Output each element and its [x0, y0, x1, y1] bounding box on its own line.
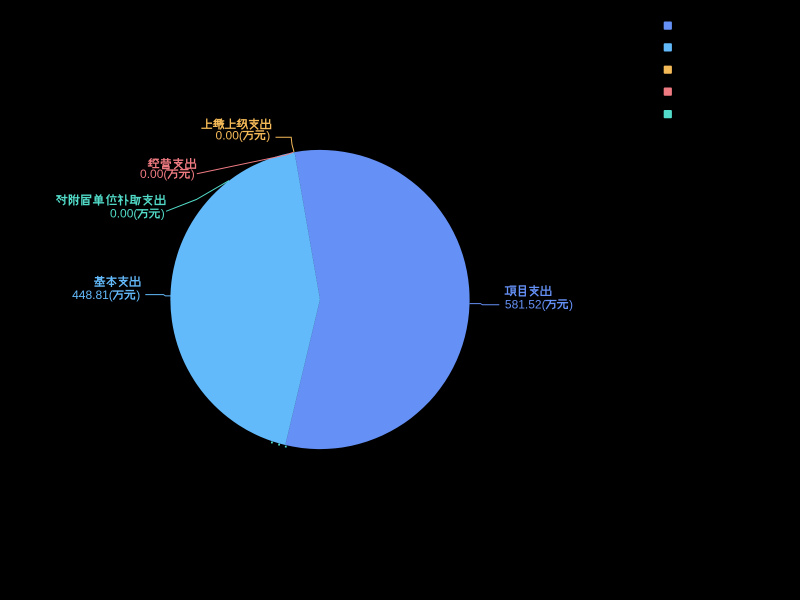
svg-text:581.52(: 581.52(	[505, 297, 546, 311]
svg-text:0.00(: 0.00(	[216, 128, 243, 142]
svg-text:): )	[136, 288, 140, 302]
svg-text:): )	[161, 207, 165, 221]
svg-text:): )	[266, 128, 270, 142]
svg-text:0.00(: 0.00(	[140, 167, 167, 181]
svg-text:): )	[191, 167, 195, 181]
svg-text:448.81(: 448.81(	[72, 288, 113, 302]
svg-text:): )	[569, 297, 573, 311]
svg-text:0.00(: 0.00(	[110, 207, 137, 221]
